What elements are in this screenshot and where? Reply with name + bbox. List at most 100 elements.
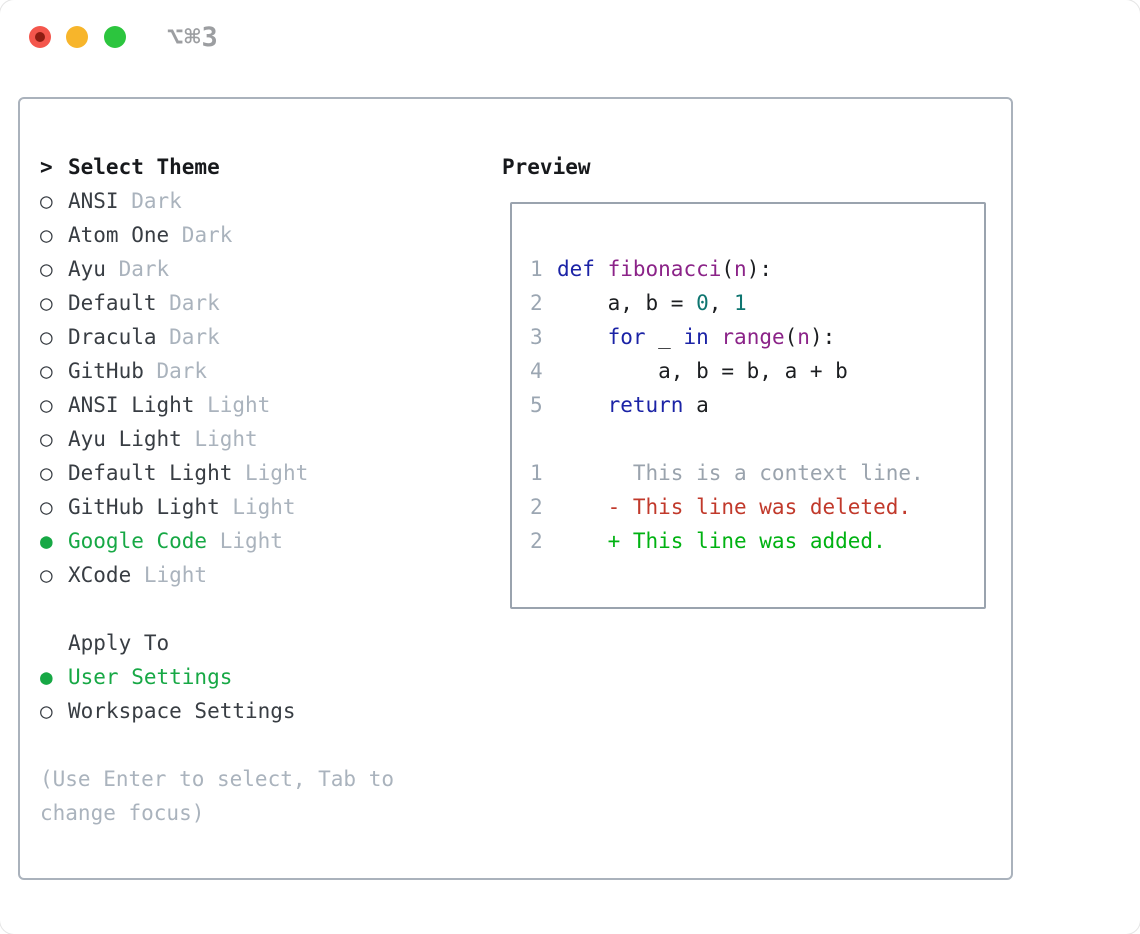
code-line: 1 This is a context line. (530, 456, 984, 490)
line-number: 2 (530, 291, 543, 315)
close-button[interactable] (29, 26, 51, 48)
variant-label: Dark (156, 291, 220, 315)
radio-icon: ○ (40, 427, 53, 451)
code-segment-plain: , (708, 291, 735, 315)
code-line: 2 a, b = 0, 1 (530, 286, 984, 320)
code-segment-function: n (797, 325, 810, 349)
option-label: Default (68, 291, 157, 315)
variant-label: Dark (156, 325, 220, 349)
radio-icon: ○ (40, 223, 53, 247)
theme-option-default-light[interactable]: ○ Default Light Light (40, 456, 490, 490)
spacer (40, 728, 490, 762)
prompt-icon: > (40, 155, 53, 179)
code-segment-plain: ( (784, 325, 798, 349)
option-label: Ayu (68, 257, 106, 281)
option-label: Workspace Settings (68, 699, 296, 723)
variant-label: Dark (143, 359, 208, 383)
option-label: Google Code (68, 529, 208, 553)
line-number: 1 (530, 257, 543, 281)
line-number: 1 (530, 461, 543, 485)
theme-option-atom-one[interactable]: ○Atom One Dark (40, 218, 490, 252)
window-title: ⌥⌘3 (167, 22, 219, 53)
radio-icon: ○ (40, 189, 53, 213)
code-line: 3 for _ in range(n): (530, 320, 984, 354)
code-segment-literal: 1 (734, 291, 747, 315)
code-segment-deleted: - This line was deleted. (557, 495, 912, 519)
code-segment-keyword: def (557, 257, 595, 281)
select-theme-label: Select Theme (68, 155, 220, 179)
variant-label: Light (181, 427, 258, 451)
titlebar: ⌥⌘3 (0, 0, 1140, 70)
help-text-line-1: (Use Enter to select, Tab to (40, 767, 395, 791)
code-line: 1 def fibonacci(n): (530, 252, 984, 286)
option-label: User Settings (68, 665, 233, 689)
apply-to-label: Apply To (68, 631, 170, 655)
theme-option-google-code[interactable]: ● Google Code Light (40, 524, 490, 558)
option-label: Dracula (68, 325, 157, 349)
option-label: GitHub Light (68, 495, 220, 519)
line-number: 3 (530, 325, 543, 349)
option-label: Atom One (68, 223, 170, 247)
help-text-line-2: change focus) (40, 801, 205, 825)
select-theme-header: > Select Theme (40, 150, 490, 184)
code-segment-keyword: in (683, 325, 709, 349)
preview-title: Preview (502, 155, 591, 179)
option-label: Default Light (68, 461, 233, 485)
code-line: 5 return a (530, 388, 984, 422)
option-label: ANSI Light (68, 393, 195, 417)
code-segment-plain: a, b = b, a + b (557, 359, 848, 383)
selected-radio-icon: ● (40, 529, 53, 553)
code-segment-context: This is a context line. (557, 461, 924, 485)
option-label: XCode (68, 563, 132, 587)
theme-picker-panel: >Select Theme○ANSI Dark○Atom One Dark○Ay… (18, 97, 1013, 880)
code-segment-plain (557, 325, 608, 349)
theme-option-xcode[interactable]: ○XCode Light (40, 558, 490, 592)
line-number: 2 (530, 495, 543, 519)
radio-icon: ○ (40, 359, 53, 383)
code-segment-literal: 0 (696, 291, 709, 315)
code-segment-function: fibonacci (607, 257, 722, 281)
theme-option-ayu[interactable]: ○Ayu Dark (40, 252, 490, 286)
code-line: 2 - This line was deleted. (530, 490, 984, 524)
theme-option-ayu-light[interactable]: ○Ayu Light Light (40, 422, 490, 456)
variant-label: Light (207, 529, 283, 553)
theme-option-github[interactable]: ○ GitHub Dark (40, 354, 490, 388)
code-line: 2 + This line was added. (530, 524, 984, 558)
code-segment-plain (595, 257, 608, 281)
radio-icon: ○ (40, 257, 53, 281)
code-segment-plain: a (683, 393, 709, 417)
code-segment-plain: ): (746, 257, 772, 281)
theme-option-github-light[interactable]: ○GitHub Light Light (40, 490, 490, 524)
radio-icon: ○ (40, 291, 53, 315)
code-segment-function: n (734, 257, 747, 281)
radio-icon: ○ (40, 393, 53, 417)
selected-radio-icon: ● (40, 665, 53, 689)
minimize-button[interactable] (66, 26, 88, 48)
variant-label: Light (194, 393, 271, 417)
variant-label: Dark (118, 189, 182, 213)
radio-icon: ○ (40, 563, 53, 587)
radio-icon: ○ (40, 325, 53, 349)
code-blank-line (530, 422, 984, 456)
apply-option-user-settings[interactable]: ● User Settings (40, 660, 490, 694)
code-segment-added: + This line was added. (557, 529, 886, 553)
code-segment-plain: ( (721, 257, 735, 281)
theme-list: >Select Theme○ANSI Dark○Atom One Dark○Ay… (40, 150, 490, 830)
theme-option-ansi[interactable]: ○ANSI Dark (40, 184, 490, 218)
line-number: 2 (530, 529, 543, 553)
apply-option-workspace-settings[interactable]: ○ Workspace Settings (40, 694, 490, 728)
theme-option-ansi-light[interactable]: ○ ANSI Light Light (40, 388, 490, 422)
code-line: 4 a, b = b, a + b (530, 354, 984, 388)
radio-icon: ○ (40, 461, 53, 485)
theme-option-dracula[interactable]: ○ Dracula Dark (40, 320, 490, 354)
option-label: GitHub (68, 359, 144, 383)
spacer (40, 592, 490, 626)
line-number: 4 (530, 359, 543, 383)
maximize-button[interactable] (104, 26, 126, 48)
theme-option-default[interactable]: ○ Default Dark (40, 286, 490, 320)
apply-to-header: ○Apply To (40, 626, 490, 660)
radio-icon: ○ (40, 699, 53, 723)
code-segment-plain: ): (809, 325, 836, 349)
variant-label: Light (232, 461, 309, 485)
